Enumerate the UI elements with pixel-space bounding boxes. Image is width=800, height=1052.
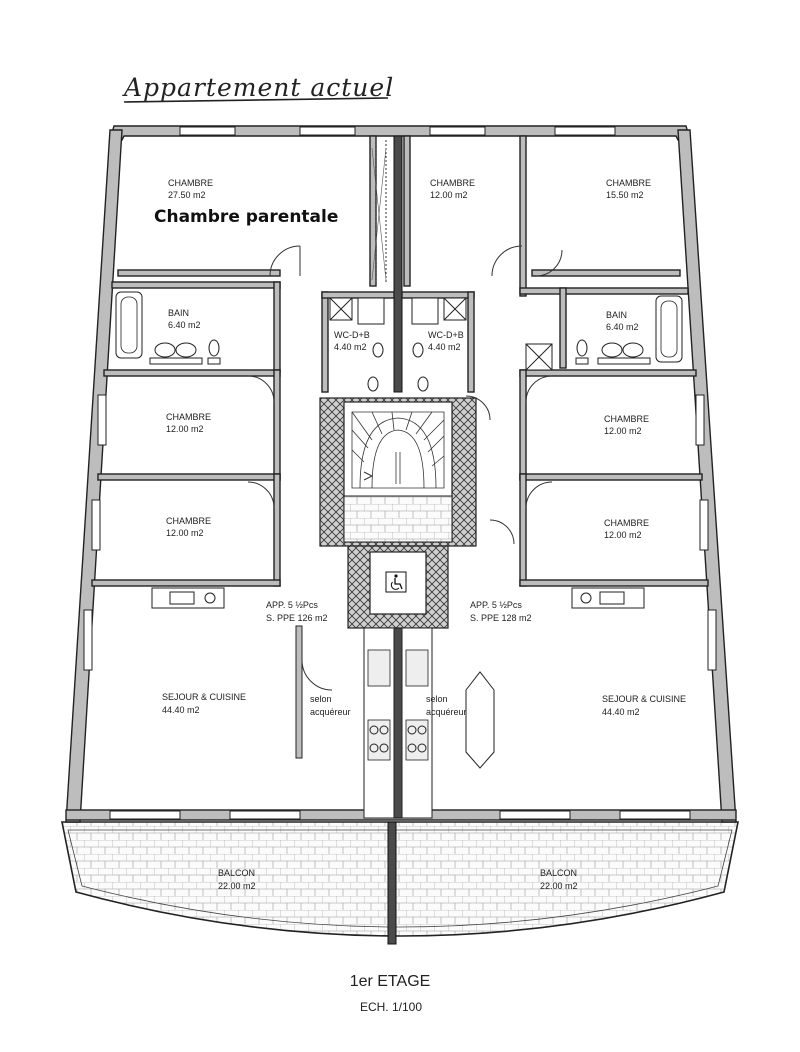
interior-walls: [91, 135, 709, 945]
room-bain-r: BAIN 6.40 m2: [606, 310, 639, 332]
room-area: 12.00 m2: [430, 190, 468, 200]
room-area: S. PPE 128 m2: [470, 613, 532, 623]
room-area: 12.00 m2: [604, 426, 642, 436]
note-selon-r: selon acquéreur: [426, 694, 467, 717]
room-name: BALCON: [540, 868, 577, 878]
page-title: Appartement actuel: [122, 73, 394, 102]
room-area: 44.40 m2: [602, 707, 640, 717]
note-line: selon: [426, 694, 448, 704]
sink-icon: [149, 342, 651, 365]
room-chambre-ml1: CHAMBRE 12.00 m2: [166, 412, 211, 434]
room-area: 6.40 m2: [606, 322, 639, 332]
room-name: WC-D+B: [334, 330, 370, 340]
room-name: CHAMBRE: [604, 414, 649, 424]
note-selon-l: selon acquéreur: [310, 694, 351, 717]
highlight-label: Chambre parentale: [154, 207, 338, 227]
apartment-left-label: APP. 5 ½Pcs S. PPE 126 m2: [266, 600, 328, 623]
room-name: SEJOUR & CUISINE: [162, 692, 246, 702]
room-wc-r: WC-D+B 4.40 m2: [428, 330, 464, 352]
toilet-icon: [207, 339, 589, 392]
room-area: 12.00 m2: [166, 424, 204, 434]
title-underline: [123, 97, 389, 103]
room-balcon-r: BALCON 22.00 m2: [540, 868, 578, 891]
room-area: 6.40 m2: [168, 320, 201, 330]
room-name: SEJOUR & CUISINE: [602, 694, 686, 704]
room-name: BAIN: [168, 308, 189, 318]
room-balcon-l: BALCON 22.00 m2: [218, 868, 256, 891]
room-area: 27.50 m2: [168, 190, 206, 200]
room-area: 12.00 m2: [604, 530, 642, 540]
note-line: acquéreur: [310, 707, 351, 717]
room-name: CHAMBRE: [166, 516, 211, 526]
room-name: APP. 5 ½Pcs: [266, 600, 318, 610]
room-sejour-l: SEJOUR & CUISINE 44.40 m2: [162, 692, 246, 715]
room-name: CHAMBRE: [168, 178, 213, 188]
room-chambre-ml2: CHAMBRE 12.00 m2: [166, 516, 211, 538]
room-name: CHAMBRE: [166, 412, 211, 422]
room-name: WC-D+B: [428, 330, 464, 340]
living-fixtures: [151, 587, 645, 609]
stairs-icon: [351, 411, 445, 489]
kitchen-counters: [295, 625, 495, 819]
apartment-right-label: APP. 5 ½Pcs S. PPE 128 m2: [470, 600, 532, 623]
scale-label: ECH. 1/100: [360, 1000, 422, 1014]
room-area: 15.50 m2: [606, 190, 644, 200]
room-bain-l: BAIN 6.40 m2: [168, 308, 201, 330]
windows: [83, 126, 717, 820]
floor-label: 1er ETAGE: [350, 973, 431, 990]
room-chambre-tc: CHAMBRE 12.00 m2: [430, 178, 475, 200]
stair-core: [319, 397, 477, 629]
room-name: CHAMBRE: [604, 518, 649, 528]
room-chambre-tl: CHAMBRE 27.50 m2: [168, 178, 213, 200]
room-chambre-mr2: CHAMBRE 12.00 m2: [604, 518, 649, 540]
bathtub-icon: [115, 291, 683, 363]
room-area: 22.00 m2: [218, 881, 256, 891]
shower-trays: [329, 297, 553, 371]
room-area: 44.40 m2: [162, 705, 200, 715]
room-area: 12.00 m2: [166, 528, 204, 538]
room-area: 4.40 m2: [334, 342, 367, 352]
room-area: 22.00 m2: [540, 881, 578, 891]
balcony: [61, 821, 739, 937]
note-line: selon: [310, 694, 332, 704]
room-area: 4.40 m2: [428, 342, 461, 352]
door-leaf: [371, 147, 387, 281]
room-wc-l: WC-D+B 4.40 m2: [334, 330, 370, 352]
room-name: CHAMBRE: [430, 178, 475, 188]
room-sejour-r: SEJOUR & CUISINE 44.40 m2: [602, 694, 686, 717]
room-chambre-mr1: CHAMBRE 12.00 m2: [604, 414, 649, 436]
wheelchair-icon: [385, 571, 407, 593]
room-name: BALCON: [218, 868, 255, 878]
room-name: CHAMBRE: [606, 178, 651, 188]
room-name: BAIN: [606, 310, 627, 320]
note-line: acquéreur: [426, 707, 467, 717]
room-area: S. PPE 126 m2: [266, 613, 328, 623]
door-arc-icon: [247, 140, 563, 691]
room-name: APP. 5 ½Pcs: [470, 600, 522, 610]
room-chambre-tr: CHAMBRE 15.50 m2: [606, 178, 651, 200]
